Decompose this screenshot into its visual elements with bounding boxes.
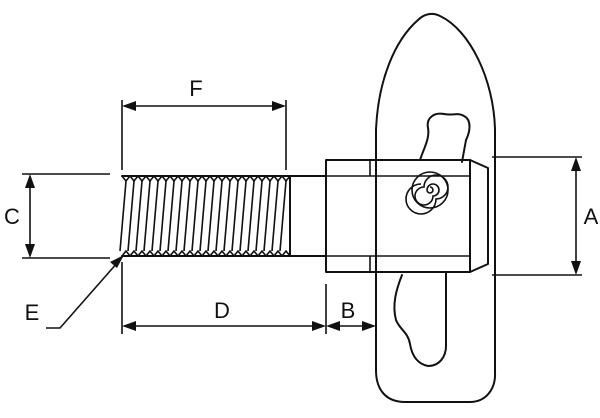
dimension-f [122,101,286,111]
thread-flank [215,180,223,252]
thread-flank [143,180,151,252]
thread-flank [255,180,263,252]
label-d: D [214,298,230,323]
thread-flank [231,180,239,252]
thread-flank [175,180,183,252]
label-c: C [4,204,20,229]
thread-crest-bottom [121,249,291,257]
label-f: F [189,76,202,101]
thread-flank [127,180,135,252]
spiral-pin-icon [405,171,449,215]
dimension-a [571,157,581,275]
thread-flank [151,180,159,252]
thread-flank [199,180,207,252]
thread-flank [279,180,287,252]
thread-flank [223,180,231,252]
thread-flank [135,180,143,252]
thread-flank [119,180,127,252]
knob-grip-upper [419,112,471,163]
thread-section [119,175,291,257]
leader-e [46,255,124,329]
knob-outline [375,12,497,403]
dimension-b [326,321,376,331]
dimension-c [25,174,35,258]
thread-flank [263,180,271,252]
plunger-shank [289,175,327,257]
knob-grip-lower [393,271,447,367]
thread-flank [191,180,199,252]
thread-flank [239,180,247,252]
thread-flank [159,180,167,252]
dimension-d [122,321,326,331]
thread-flank [271,180,279,252]
thread-flank [247,180,255,252]
thread-flank [207,180,215,252]
label-b: B [341,298,356,323]
thread-flank [167,180,175,252]
label-e: E [25,300,40,325]
plunger-nose [469,159,489,273]
label-a: A [584,204,599,229]
thread-flank [183,180,191,252]
